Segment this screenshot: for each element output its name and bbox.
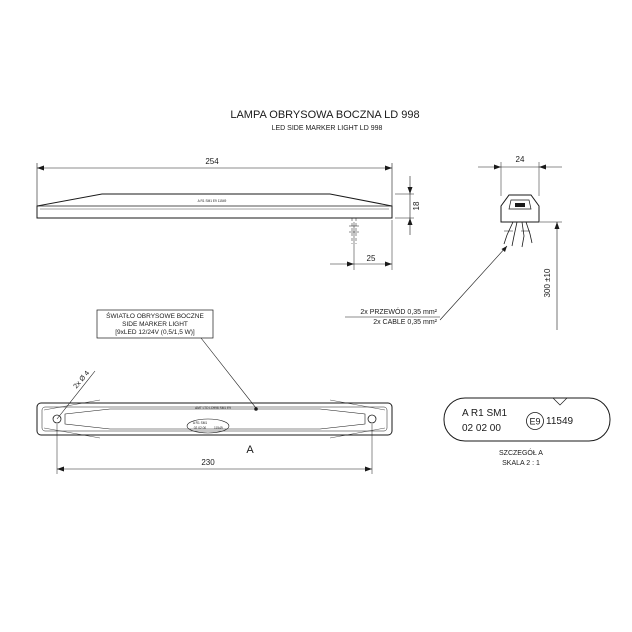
product-label: ŚWIATŁO OBRYSOWE BOCZNE SIDE MARKER LIGH… <box>96 309 258 411</box>
detail-outline <box>443 397 611 442</box>
hole-leader-line <box>56 370 96 420</box>
lamp-marking-line1: AMT LTD LD998 SM1 E9 <box>195 406 231 410</box>
side-view: 254 A R1 SM1 E9 11549 18 25 <box>36 157 421 270</box>
dim-254-label: 254 <box>205 157 219 166</box>
led-element <box>515 203 525 207</box>
approval-mark: E9 <box>529 417 540 427</box>
dim-arrows <box>554 222 560 229</box>
dim-230-label: 230 <box>201 458 215 467</box>
mounting-hole-right <box>367 414 377 424</box>
leader-arrow <box>501 246 507 252</box>
cable-right <box>521 221 533 248</box>
label-leader-line <box>200 337 257 409</box>
drawing-title: LAMPA OBRYSOWA BOCZNA LD 998 <box>230 109 419 121</box>
mounting-hole-left <box>52 414 62 424</box>
dim-300-label: 300 ±10 <box>543 268 552 297</box>
label-line1: ŚWIATŁO OBRYSOWE BOCZNE <box>106 311 204 320</box>
drawing-subtitle: LED SIDE MARKER LIGHT LD 998 <box>272 125 383 132</box>
lamp-front-outline <box>36 402 393 436</box>
detail-a: A R1 SM1 02 02 00 E9 11549 SZCZEGÓŁ A SK… <box>443 397 611 467</box>
front-view: AMT LTD LD998 SM1 E9 A R1 SM1 02 02 00 1… <box>36 370 393 474</box>
lamp-side-marking: A R1 SM1 E9 11549 <box>198 199 227 203</box>
cable-leader-line <box>439 245 508 321</box>
end-view: 24 300 ±10 <box>478 155 562 330</box>
lens-section <box>508 199 532 210</box>
lamp-marking-line3: 02 02 00 <box>194 426 207 430</box>
approval-circle <box>526 412 544 430</box>
light-guide <box>64 408 366 430</box>
light-guide-taper <box>43 399 386 439</box>
dim-25-label: 25 <box>367 254 376 263</box>
label-line2: SIDE MARKER LIGHT <box>122 321 188 328</box>
detail-marking-row1: A R1 SM1 <box>462 408 507 419</box>
detail-scale: SKALA 2 : 1 <box>502 460 540 467</box>
label-box <box>96 309 214 339</box>
lamp-marking-line4: 11549 <box>214 426 223 430</box>
approval-number: 11549 <box>546 416 574 427</box>
label-line3: [9xLED 12/24V (0,5/1,5 W)] <box>115 329 195 336</box>
detail-notch <box>552 397 568 406</box>
lamp-end-profile <box>500 194 540 223</box>
detail-marker-ellipse <box>186 418 230 434</box>
detail-caption: SZCZEGÓŁ A <box>499 448 543 457</box>
detail-callout-label: A <box>246 444 254 456</box>
cable-note: 2x PRZEWÓD 0,35 mm² 2x CABLE 0,35 mm² <box>345 245 508 326</box>
detail-marking-row2: 02 02 00 <box>462 423 501 434</box>
lamp-marking-line2: A R1 SM1 <box>193 421 208 425</box>
lamp-front-inner <box>41 406 388 432</box>
cable-left <box>503 221 518 247</box>
cable-note-line1: 2x PRZEWÓD 0,35 mm² <box>360 307 437 316</box>
dim-24-label: 24 <box>516 155 525 164</box>
dim-18-label: 18 <box>412 201 421 210</box>
cable-note-line2: 2x CABLE 0,35 mm² <box>373 319 437 326</box>
